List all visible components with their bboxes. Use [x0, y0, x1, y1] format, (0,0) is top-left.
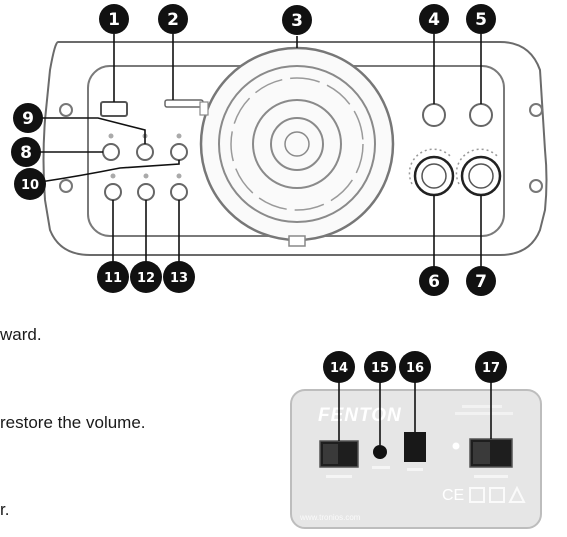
button-icon	[143, 173, 149, 179]
switch-rocker	[323, 444, 338, 464]
svg-text:5: 5	[475, 10, 487, 30]
callout-12: 12	[130, 261, 162, 293]
rear-callout-lines	[338, 380, 492, 445]
svg-text:4: 4	[428, 10, 440, 30]
button-icon	[176, 133, 182, 139]
svg-text:3: 3	[291, 11, 303, 31]
callout-3: 3	[282, 5, 312, 35]
brand-logo: FENTON	[318, 405, 402, 426]
button-4	[422, 103, 446, 127]
dc-input-16	[404, 432, 426, 462]
callout-13: 13	[163, 261, 195, 293]
callout-10: 10	[14, 168, 46, 200]
instruction-line-3: r.	[0, 500, 10, 519]
callout-5: 5	[466, 4, 496, 34]
button-icon	[110, 173, 116, 179]
led-indicator	[452, 442, 460, 450]
switch-label	[326, 475, 352, 478]
svg-text:8: 8	[20, 143, 32, 163]
callout-9: 9	[13, 103, 43, 133]
ce-mark: CE	[442, 487, 464, 504]
svg-text:15: 15	[371, 361, 389, 376]
screw-icon	[59, 103, 73, 117]
front-panel	[42, 41, 548, 256]
svg-text:7: 7	[475, 272, 487, 292]
rear-panel: FENTON CE www.tronios.com	[290, 389, 542, 529]
svg-text:10: 10	[21, 178, 39, 193]
dc-label	[407, 468, 423, 471]
button-8	[102, 143, 120, 161]
callout-17: 17	[475, 351, 507, 383]
instruction-line-2: restore the volume.	[0, 413, 146, 432]
svg-text:2: 2	[167, 10, 179, 30]
knob-6	[408, 148, 455, 197]
screw-icon	[529, 103, 543, 117]
callout-16: 16	[399, 351, 431, 383]
callout-2: 2	[158, 4, 188, 34]
callout-1: 1	[99, 4, 129, 34]
callout-6: 6	[419, 266, 449, 296]
recycle-icon	[489, 487, 505, 503]
callout-8: 8	[11, 137, 41, 167]
button-13	[170, 183, 188, 201]
svg-text:1: 1	[108, 10, 120, 30]
callout-7: 7	[466, 266, 496, 296]
screw-icon	[529, 179, 543, 193]
svg-text:12: 12	[137, 271, 155, 286]
callout-4: 4	[419, 4, 449, 34]
instruction-line-1: ward.	[0, 325, 42, 344]
jack-15	[373, 445, 387, 459]
screw-icon	[59, 179, 73, 193]
certification-icon	[469, 487, 485, 503]
callout-11: 11	[97, 261, 129, 293]
callout-15: 15	[364, 351, 396, 383]
button-5	[469, 103, 493, 127]
switch-label	[474, 475, 508, 478]
jack-label	[372, 466, 390, 469]
svg-text:13: 13	[170, 271, 188, 286]
fine-print	[462, 405, 502, 408]
knob-7	[455, 148, 502, 197]
svg-text:11: 11	[104, 271, 122, 286]
callout-lines	[39, 34, 482, 268]
button-9	[136, 143, 154, 161]
button-12	[137, 183, 155, 201]
svg-text:16: 16	[406, 361, 424, 376]
website-text: www.tronios.com	[299, 513, 361, 522]
button-icon	[176, 173, 182, 179]
button-icon	[108, 133, 114, 139]
weee-icon	[508, 485, 526, 503]
sd-card-slot	[164, 99, 204, 108]
svg-text:17: 17	[482, 361, 500, 376]
switch-rocker	[473, 442, 490, 464]
sd-card-icon	[199, 101, 209, 116]
svg-text:6: 6	[428, 272, 440, 292]
button-10	[170, 143, 188, 161]
fine-print	[455, 412, 513, 415]
svg-text:14: 14	[330, 361, 348, 376]
callout-14: 14	[323, 351, 355, 383]
svg-text:9: 9	[22, 109, 34, 129]
button-11	[104, 183, 122, 201]
usb-port	[100, 101, 128, 117]
